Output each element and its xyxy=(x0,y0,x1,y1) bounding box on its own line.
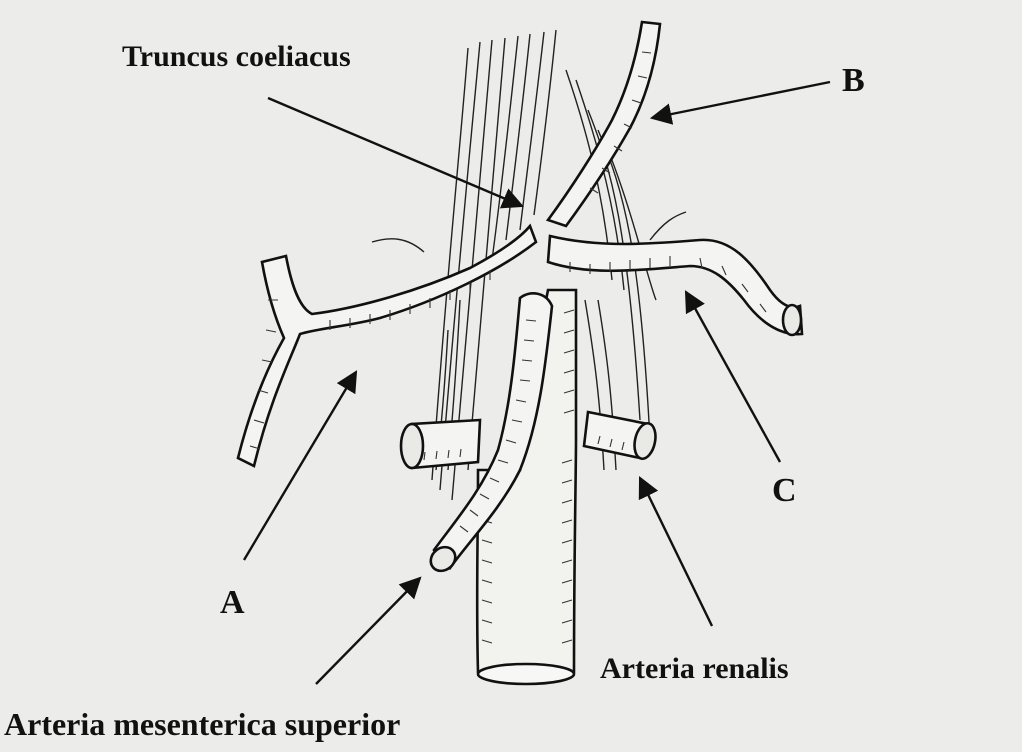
arrow-renalis xyxy=(640,478,712,626)
splenic-artery xyxy=(548,236,802,335)
arrow-truncus xyxy=(268,98,522,206)
renal-artery-left xyxy=(401,420,480,468)
label-b: B xyxy=(842,62,865,100)
label-truncus-coeliacus: Truncus coeliacus xyxy=(122,40,351,74)
label-c: C xyxy=(772,472,797,510)
arrow-mesenterica xyxy=(316,578,420,684)
arrow-b xyxy=(652,82,830,118)
label-a: A xyxy=(220,584,245,622)
label-arteria-mesenterica-superior: Arteria mesenterica superior xyxy=(4,706,400,743)
common-hepatic-artery xyxy=(238,226,536,466)
label-arteria-renalis: Arteria renalis xyxy=(600,652,789,686)
renal-artery-right xyxy=(584,412,659,461)
